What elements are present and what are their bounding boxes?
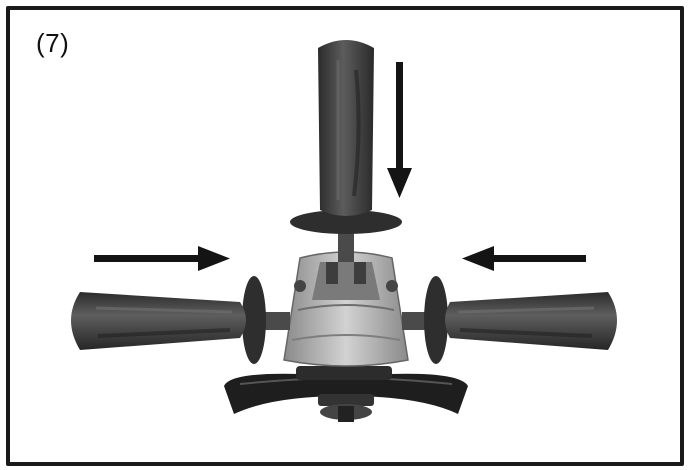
left-side-handle [71, 276, 290, 364]
right-side-handle [402, 276, 617, 364]
arrow-right-icon [94, 246, 230, 271]
arrow-down-icon [387, 62, 412, 198]
arrow-left-icon [462, 246, 586, 271]
top-side-handle [290, 40, 402, 262]
step-label: (7) [36, 28, 70, 58]
gear-head [283, 251, 409, 367]
wheel-guard [224, 366, 468, 422]
